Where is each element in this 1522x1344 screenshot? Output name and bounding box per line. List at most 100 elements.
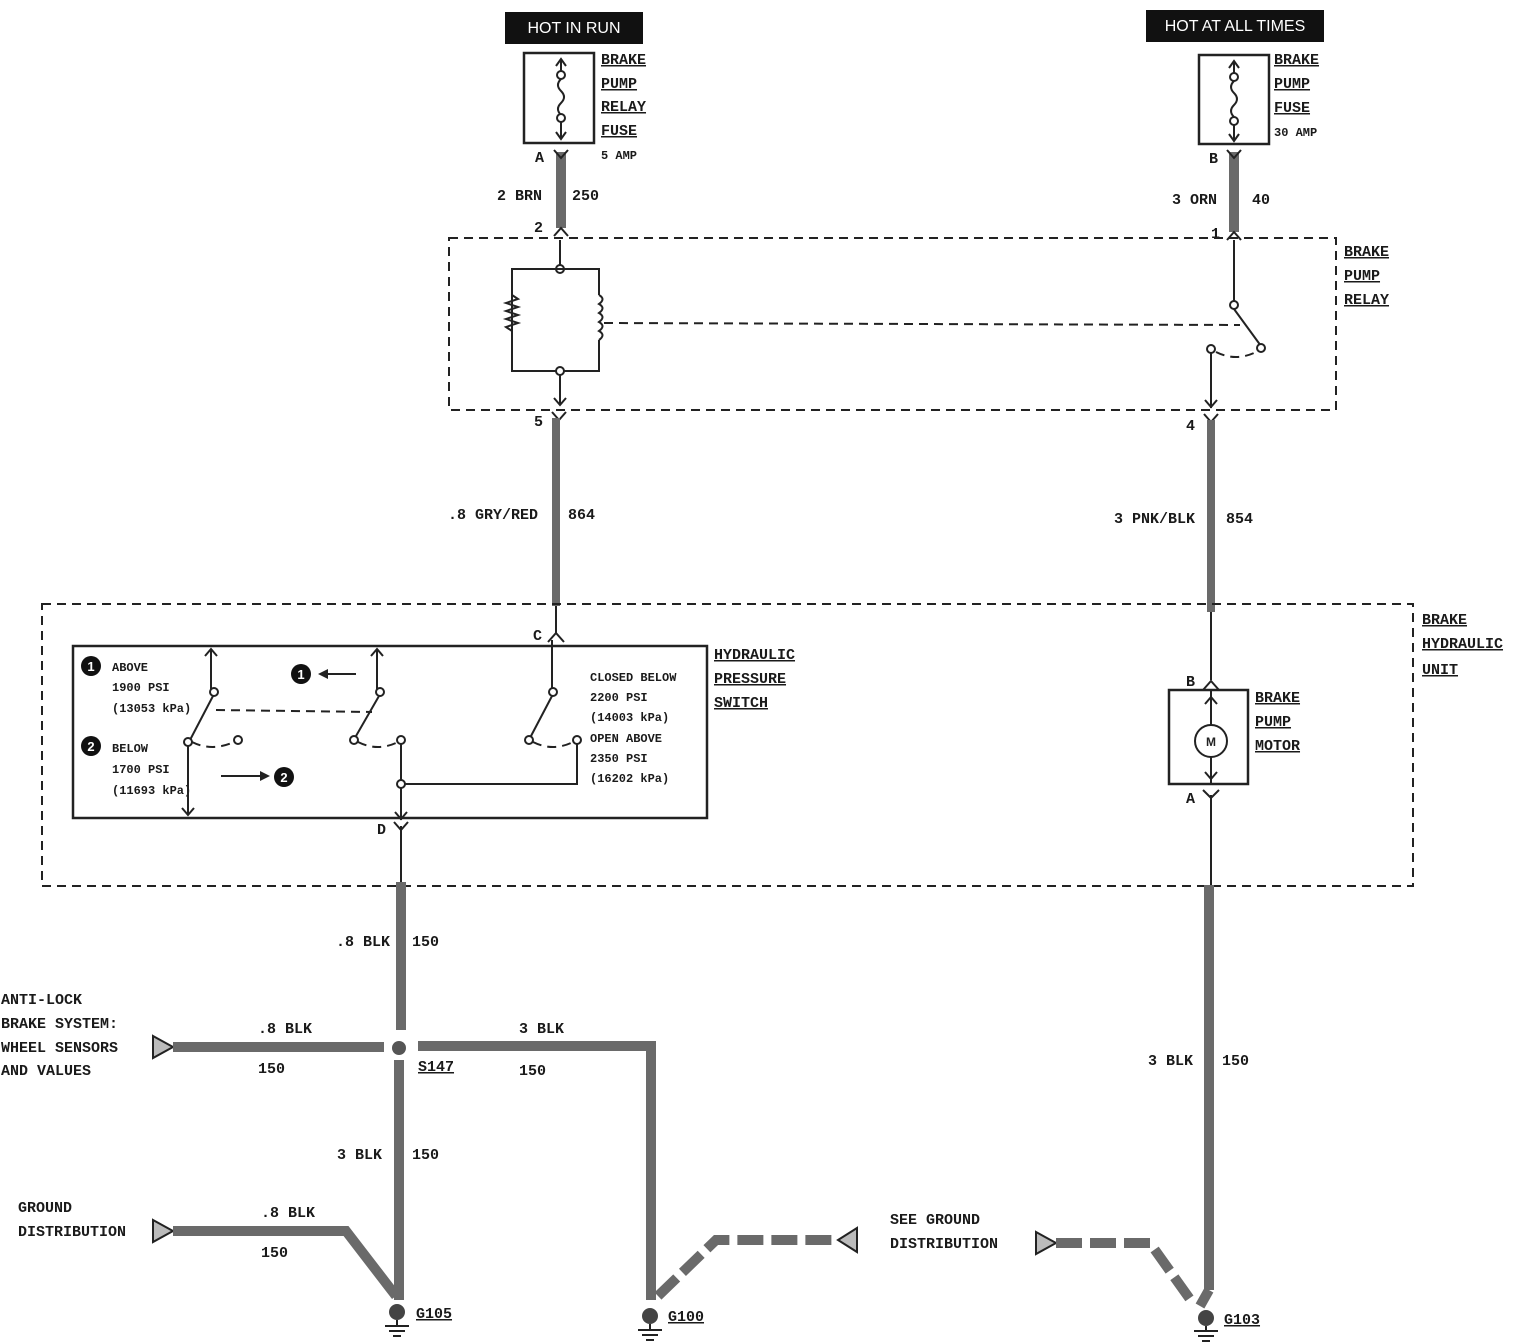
relay-pin-1: 1 <box>1211 226 1220 243</box>
legend-1-line-1: ABOVE <box>112 661 148 675</box>
legend-2-line-2: 1700 PSI <box>112 763 170 777</box>
legend-switch-symbol <box>181 647 373 817</box>
abs-label-2: BRAKE SYSTEM: <box>1 1016 118 1033</box>
wire-854 <box>1203 413 1219 680</box>
relay-pin-4: 4 <box>1186 418 1195 435</box>
pump-fuse-label-1: BRAKE <box>1274 52 1319 69</box>
legend-1-number: 1 <box>87 659 94 674</box>
hydraulic-pressure-switch-box <box>71 644 709 820</box>
pressure-switch-label-1: HYDRAULIC <box>714 647 795 664</box>
arrow-badge-2: 2 <box>221 767 294 787</box>
abs-wire-circuit: 150 <box>258 1061 285 1078</box>
hydraulic-pin-d: D <box>377 822 386 839</box>
g100-wire-gauge: 3 BLK <box>519 1021 564 1038</box>
brake-pump-fuse <box>1197 53 1271 146</box>
wire-150-to-g103 <box>1195 885 1214 1309</box>
relay-fuse-label-1: BRAKE <box>601 52 646 69</box>
relay-label-2: PUMP <box>1344 268 1380 285</box>
wire-854-circuit: 854 <box>1226 511 1253 528</box>
brake-hydraulic-unit-box <box>41 603 1414 887</box>
pump-fuse-rating: 30 AMP <box>1274 126 1317 140</box>
brake-pump-relay-box <box>448 237 1337 411</box>
ground-distribution-wire <box>152 1218 400 1300</box>
wire-250-circuit: 250 <box>572 188 599 205</box>
arrow-badge-1: 1 <box>291 664 356 684</box>
relay-fuse-label-3: RELAY <box>601 99 646 116</box>
hot-in-run-banner: HOT IN RUN <box>505 12 643 44</box>
open-above-line-2: 2350 PSI <box>590 752 648 766</box>
hot-in-run-label: HOT IN RUN <box>527 20 620 37</box>
splice-s147 <box>392 1041 406 1055</box>
motor-pin-b-connector <box>1202 679 1220 691</box>
legend-2-line-1: BELOW <box>112 742 149 756</box>
motor-pin-b: B <box>1186 674 1195 691</box>
closed-below-line-2: 2200 PSI <box>590 691 648 705</box>
hydraulic-unit-label-2: HYDRAULIC <box>1422 636 1503 653</box>
ground-distribution-label-1: GROUND <box>18 1200 72 1217</box>
wire-864 <box>547 411 567 643</box>
wire-150-to-g100 <box>418 1041 656 1300</box>
motor-pin-a: A <box>1186 791 1195 808</box>
wire-150-top-circuit: 150 <box>412 934 439 951</box>
ground-g100-label: G100 <box>668 1309 704 1326</box>
legend-2-line-3: (11693 kPa) <box>112 784 191 798</box>
legend-2-number: 2 <box>87 739 94 754</box>
open-above-line-3: (16202 kPa) <box>590 772 669 786</box>
see-ground-distribution-wire-left <box>654 1226 858 1300</box>
g105-wire-circuit: 150 <box>412 1147 439 1164</box>
wire-864-circuit: 864 <box>568 507 595 524</box>
splice-label: S147 <box>418 1059 454 1076</box>
pump-fuse-label-3: FUSE <box>1274 100 1310 117</box>
relay-switch <box>1204 240 1266 409</box>
legend-1-line-2: 1900 PSI <box>112 681 170 695</box>
wire-40-gauge: 3 ORN <box>1172 192 1217 209</box>
pressure-switch-label-2: PRESSURE <box>714 671 786 688</box>
relay-pin-2: 2 <box>534 220 543 237</box>
g100-wire-circuit: 150 <box>519 1063 546 1080</box>
open-above-line-1: OPEN ABOVE <box>590 732 662 746</box>
ground-distribution-wire-gauge: .8 BLK <box>261 1205 315 1222</box>
abs-wire <box>152 1034 384 1060</box>
abs-label-1: ANTI-LOCK <box>1 992 82 1009</box>
motor-symbol: M <box>1206 735 1216 749</box>
ground-distribution-wire-circuit: 150 <box>261 1245 288 1262</box>
ground-g105-icon <box>385 1304 409 1337</box>
pressure-switch-label-3: SWITCH <box>714 695 768 712</box>
relay-coil <box>502 240 1241 407</box>
g103-wire-circuit: 150 <box>1222 1053 1249 1070</box>
hot-at-all-times-label: HOT AT ALL TIMES <box>1165 18 1306 35</box>
wire-40-circuit: 40 <box>1252 192 1270 209</box>
g103-wire-gauge: 3 BLK <box>1148 1053 1193 1070</box>
hot-at-all-times-banner: HOT AT ALL TIMES <box>1146 10 1324 42</box>
relay-fuse-label-4: FUSE <box>601 123 637 140</box>
wire-150-top-gauge: .8 BLK <box>336 934 390 951</box>
abs-label-4: AND VALUES <box>1 1063 91 1080</box>
ground-g105-label: G105 <box>416 1306 452 1323</box>
g105-wire-gauge: 3 BLK <box>337 1147 382 1164</box>
relay-fuse-label-2: PUMP <box>601 76 637 93</box>
wire-854-gauge: 3 PNK/BLK <box>1114 511 1195 528</box>
legend-2-badge: 2 <box>81 736 101 756</box>
pressure-switch-state-1 <box>349 647 578 821</box>
brake-pump-relay-fuse <box>522 51 596 145</box>
ground-distribution-label-2: DISTRIBUTION <box>18 1224 126 1241</box>
motor-label-2: PUMP <box>1255 714 1291 731</box>
see-ground-label-1: SEE GROUND <box>890 1212 980 1229</box>
pressure-switch-contacts <box>524 640 582 748</box>
abs-wire-gauge: .8 BLK <box>258 1021 312 1038</box>
legend-1-badge: 1 <box>81 656 101 676</box>
motor-label-1: BRAKE <box>1255 690 1300 707</box>
wire-250 <box>553 149 569 237</box>
relay-fuse-terminal: A <box>535 150 544 167</box>
relay-fuse-rating: 5 AMP <box>601 149 637 163</box>
legend-1-line-3: (13053 kPa) <box>112 702 191 716</box>
brake-pump-motor: M <box>1167 688 1250 786</box>
hydraulic-pin-c: C <box>533 628 542 645</box>
relay-label-3: RELAY <box>1344 292 1389 309</box>
wire-864-gauge: .8 GRY/RED <box>448 507 538 524</box>
closed-below-line-3: (14003 kPa) <box>590 711 669 725</box>
hydraulic-unit-label-1: BRAKE <box>1422 612 1467 629</box>
closed-below-line-1: CLOSED BELOW <box>590 671 677 685</box>
arrow-2-number: 2 <box>280 770 287 785</box>
